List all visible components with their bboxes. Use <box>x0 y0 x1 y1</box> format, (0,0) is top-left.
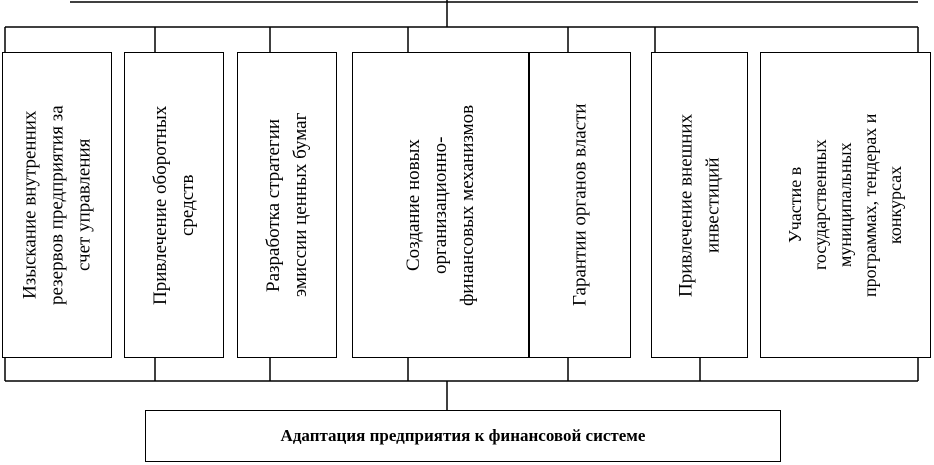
factor-label-financial-mechanisms: Создание новых организационно- финансовы… <box>403 104 478 306</box>
factor-box-securities-strategy <box>237 52 337 358</box>
factor-label-government-guarantees: Гарантии органов власти <box>569 103 591 307</box>
factor-box-internal-reserves <box>2 52 112 358</box>
box-divider <box>528 52 530 358</box>
factor-label-internal-reserves: Изыскание внутренних резервов предприяти… <box>19 105 95 305</box>
factor-label-external-investment: Привлечение внешних инвестиций <box>675 113 724 297</box>
factor-box-government-programs <box>760 52 931 358</box>
result-label: Адаптация предприятия к финансовой систе… <box>280 426 646 445</box>
factor-box-working-capital <box>124 52 224 358</box>
factor-label-securities-strategy: Разработка стратегии эмиссии ценных бума… <box>263 112 311 298</box>
factor-label-working-capital: Привлечение оборотных средств <box>150 105 198 305</box>
result-box: Адаптация предприятия к финансовой систе… <box>145 410 781 462</box>
factor-label-government-programs: Участие в государственных муниципальных … <box>785 113 905 297</box>
factor-box-external-investment <box>651 52 748 358</box>
factor-box-financial-mechanisms <box>352 52 631 358</box>
